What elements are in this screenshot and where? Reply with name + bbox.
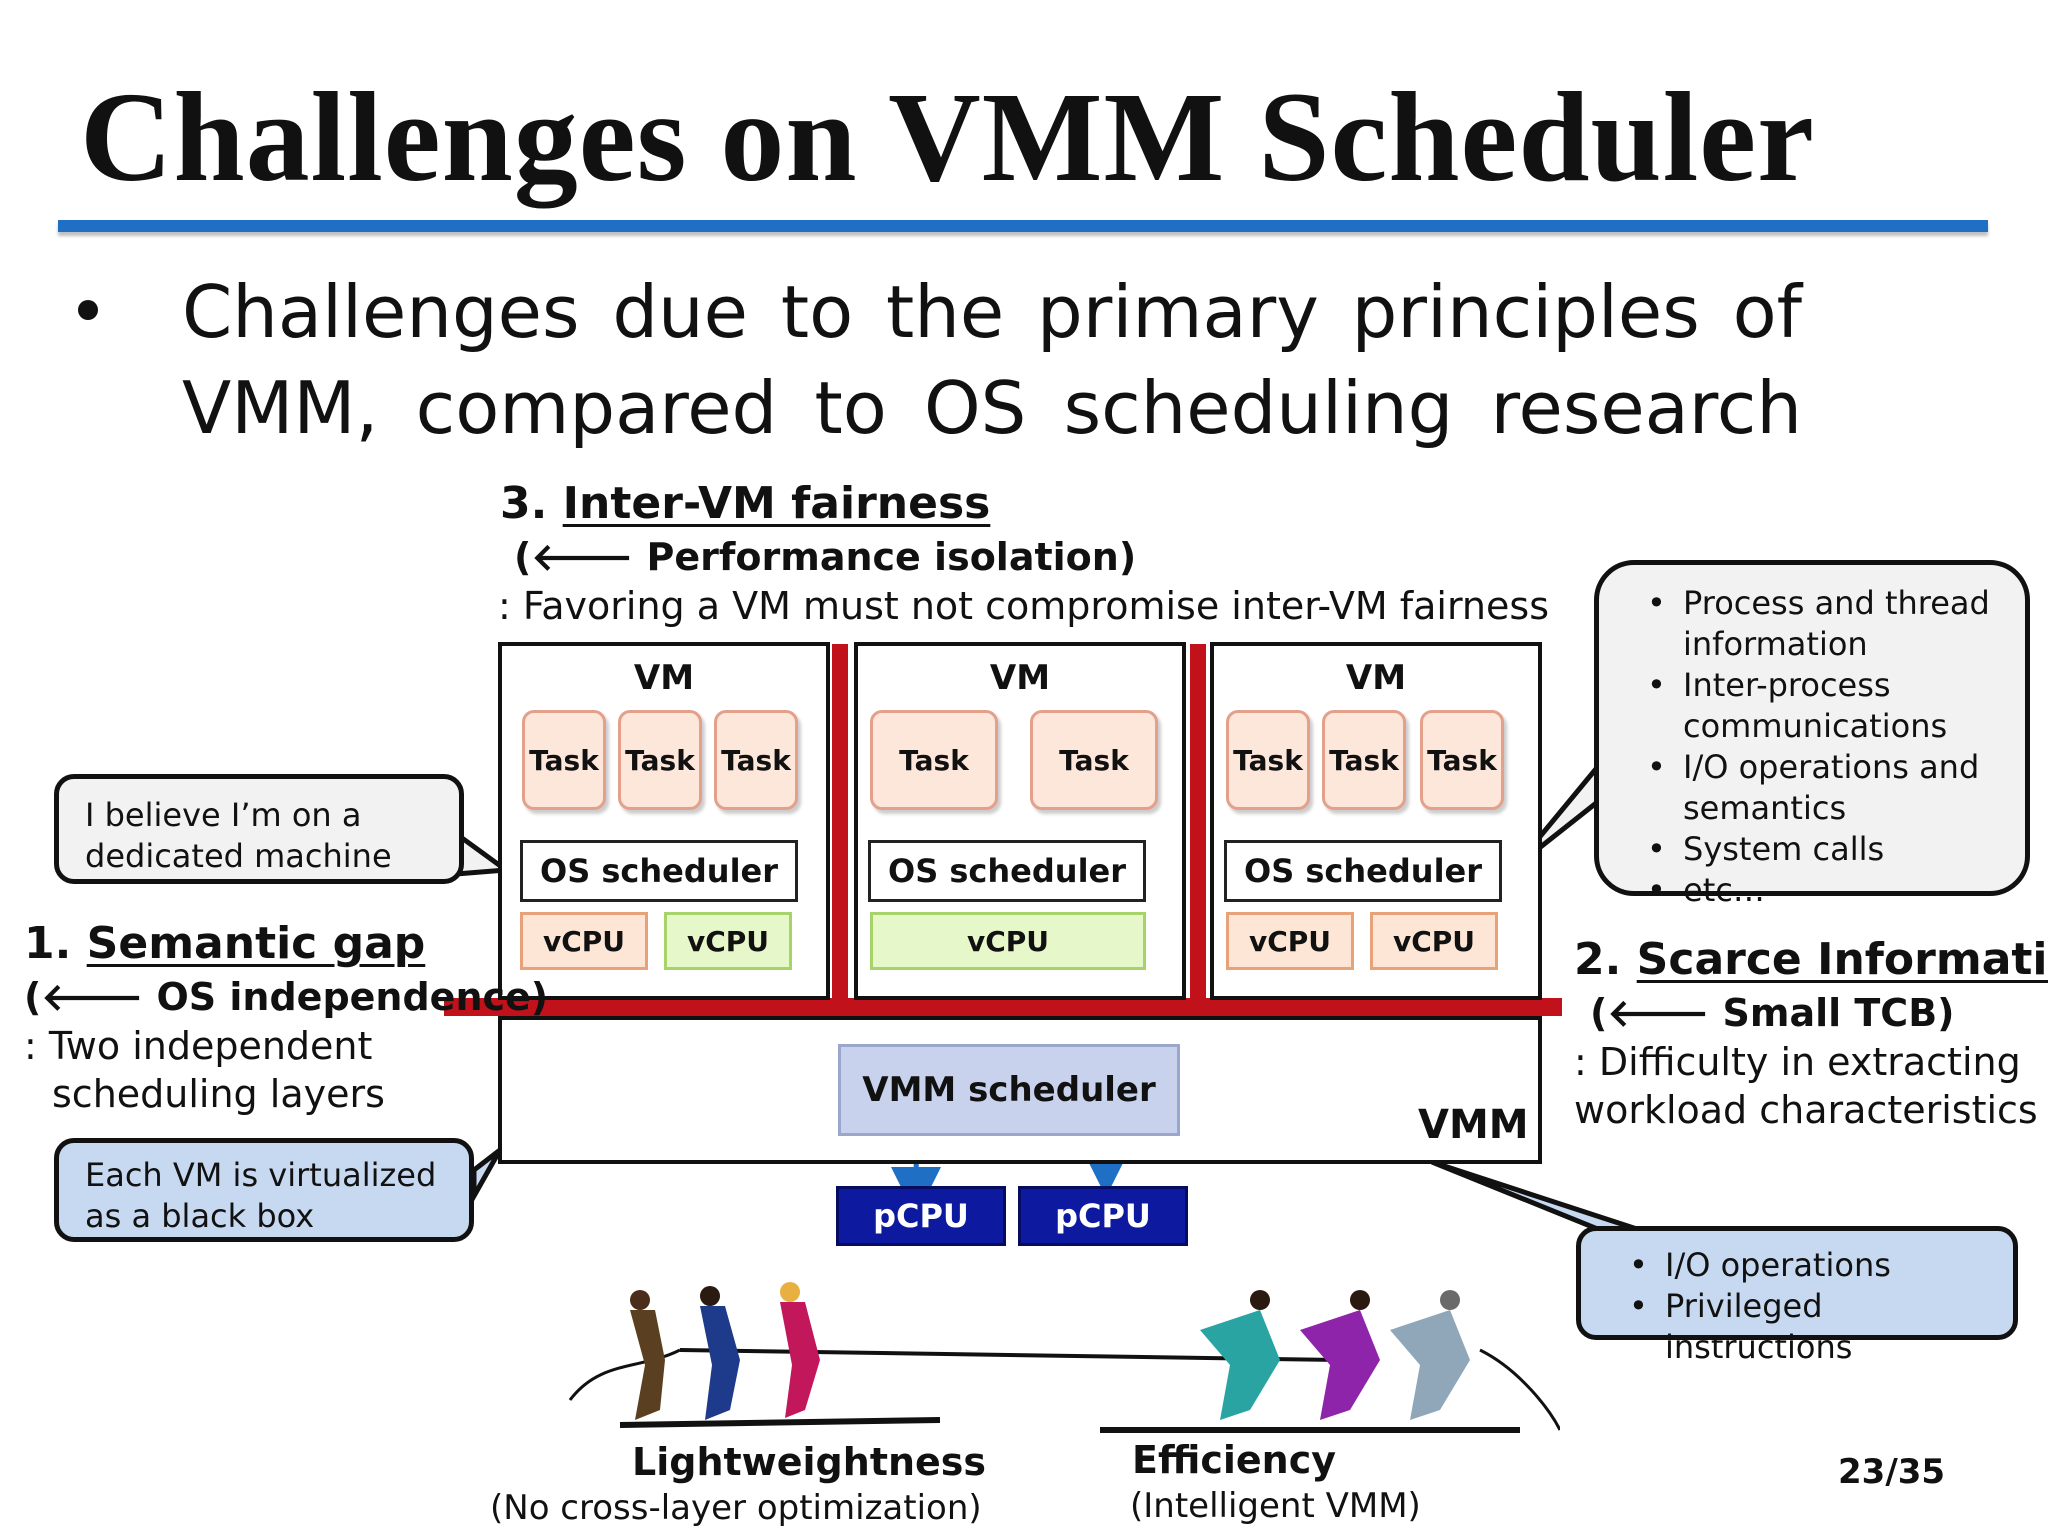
vcpu-box: vCPU <box>520 912 648 970</box>
process-info-item: Inter-process communications <box>1647 665 2009 747</box>
vcpu-box: vCPU <box>870 912 1146 970</box>
io-callout: I/O operations Privileged instructions <box>1576 1226 2018 1366</box>
efficiency-label: Efficiency <box>1132 1438 1337 1482</box>
right-team-figures <box>1200 1290 1470 1420</box>
black-box-callout: Each VM is virtualized as a black box <box>54 1138 474 1242</box>
slide-title: Challenges on VMM Scheduler <box>80 66 1815 208</box>
scarce-info-subtitle: (🡐 Small TCB) <box>1590 991 1955 1035</box>
semantic-gap-desc2: scheduling layers <box>52 1072 385 1116</box>
io-item: I/O operations <box>1629 1245 1999 1286</box>
fairness-number: 3. <box>500 478 548 529</box>
vm-label: VM <box>1345 658 1407 698</box>
scarce-info-number: 2. <box>1574 934 1622 985</box>
os-scheduler: OS scheduler <box>520 840 798 902</box>
task-box: Task <box>1226 710 1310 810</box>
vcpu-box: vCPU <box>1226 912 1354 970</box>
page-number: 23/35 <box>1838 1452 1946 1492</box>
vmm-label: VMM <box>1418 1102 1529 1148</box>
semantic-gap-subtitle: (🡐 OS independence) <box>24 975 549 1019</box>
lightweightness-label: Lightweightness <box>632 1440 987 1484</box>
lightweightness-sub: (No cross-layer optimization) <box>490 1488 982 1528</box>
os-scheduler: OS scheduler <box>868 840 1146 902</box>
fairness-title: Inter-VM fairness <box>562 478 991 529</box>
vm-label: VM <box>989 658 1051 698</box>
efficiency-sub: (Intelligent VMM) <box>1130 1486 1421 1526</box>
tug-of-war-illustration <box>568 1282 1560 1433</box>
fairness-subtitle: (🡐 Performance isolation) <box>514 535 1137 579</box>
task-box: Task <box>1030 710 1158 810</box>
vcpu-box: vCPU <box>1370 912 1498 970</box>
process-info-item: Process and thread information <box>1647 583 2009 665</box>
title-divider <box>58 220 1988 232</box>
scarce-info-title: Scarce Information <box>1636 934 2048 985</box>
process-info-item: etc… <box>1647 870 2009 911</box>
pcpu-box: pCPU <box>836 1186 1006 1246</box>
blackbox-callout-line1: Each VM is virtualized <box>85 1156 437 1194</box>
os-scheduler: OS scheduler <box>1224 840 1502 902</box>
fairness-heading: 3. Inter-VM fairness <box>500 478 990 529</box>
task-box: Task <box>618 710 702 810</box>
vm-label: VM <box>633 658 695 698</box>
task-box: Task <box>714 710 798 810</box>
semantic-gap-title: Semantic gap <box>86 918 426 969</box>
process-info-list: Process and thread information Inter-pro… <box>1639 583 2009 911</box>
vcpu-box: vCPU <box>664 912 792 970</box>
dedicated-machine-callout: I believe I’m on a dedicated machine <box>54 774 464 884</box>
io-list: I/O operations Privileged instructions <box>1621 1245 1999 1368</box>
process-info-callout: Process and thread information Inter-pro… <box>1594 560 2030 911</box>
io-callout-tail <box>1431 1159 1641 1233</box>
scarce-info-desc1: : Difficulty in extracting <box>1574 1040 2021 1084</box>
process-info-item: I/O operations and semantics <box>1647 747 2009 829</box>
vm-separator-bar <box>444 998 1562 1016</box>
main-bullet-line1: Challenges due to the primary principles… <box>182 270 1802 354</box>
scarce-info-desc2: workload characteristics <box>1574 1088 2038 1132</box>
dedicated-callout-line2: dedicated machine <box>85 837 392 875</box>
semantic-gap-heading: 1. Semantic gap <box>24 918 425 969</box>
main-bullet: Challenges due to the primary principles… <box>182 264 1802 456</box>
io-item: Privileged instructions <box>1629 1286 1999 1368</box>
dedicated-callout-line1: I believe I’m on a <box>85 796 362 834</box>
bullet-dot <box>78 300 98 320</box>
pcpu-box: pCPU <box>1018 1186 1188 1246</box>
fairness-description: : Favoring a VM must not compromise inte… <box>498 584 1549 628</box>
task-box: Task <box>1322 710 1406 810</box>
main-bullet-line2: VMM, compared to OS scheduling research <box>182 366 1802 450</box>
task-box: Task <box>522 710 606 810</box>
process-info-item: System calls <box>1647 829 2009 870</box>
task-box: Task <box>870 710 998 810</box>
semantic-gap-number: 1. <box>24 918 72 969</box>
left-team-figures <box>630 1282 820 1420</box>
semantic-gap-desc1: : Two independent <box>24 1024 373 1068</box>
vm-divider-2 <box>1190 644 1206 1000</box>
scarce-info-heading: 2. Scarce Information <box>1574 934 2048 985</box>
blackbox-callout-line2: as a black box <box>85 1197 315 1235</box>
vm-divider-1 <box>832 644 848 1000</box>
blackbox-callout-tail <box>471 1148 503 1206</box>
task-box: Task <box>1420 710 1504 810</box>
vmm-scheduler: VMM scheduler <box>838 1044 1180 1136</box>
